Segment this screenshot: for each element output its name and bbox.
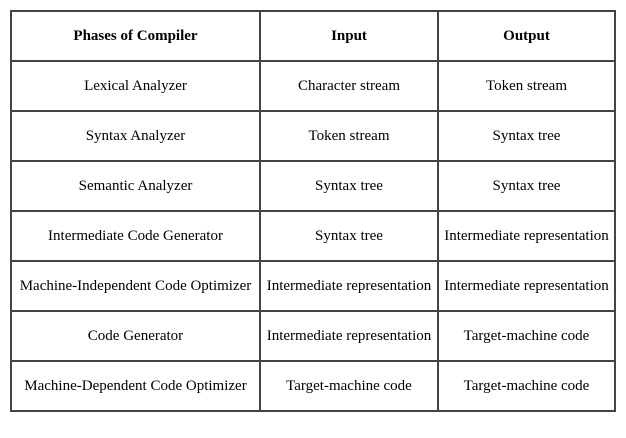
table-row: Syntax Analyzer Token stream Syntax tree bbox=[10, 110, 616, 162]
table-row: Machine-Dependent Code Optimizer Target-… bbox=[10, 360, 616, 412]
cell-output: Syntax tree bbox=[437, 160, 616, 212]
header-phase: Phases of Compiler bbox=[10, 10, 261, 62]
cell-phase: Machine-Independent Code Optimizer bbox=[10, 260, 261, 312]
header-output: Output bbox=[437, 10, 616, 62]
table-row: Semantic Analyzer Syntax tree Syntax tre… bbox=[10, 160, 616, 212]
compiler-phases-table-container: Phases of Compiler Input Output Lexical … bbox=[10, 10, 616, 412]
cell-input: Target-machine code bbox=[259, 360, 439, 412]
cell-input: Intermediate representation bbox=[259, 260, 439, 312]
cell-input: Syntax tree bbox=[259, 160, 439, 212]
cell-output: Target-machine code bbox=[437, 360, 616, 412]
cell-output: Syntax tree bbox=[437, 110, 616, 162]
cell-phase: Lexical Analyzer bbox=[10, 60, 261, 112]
cell-phase: Machine-Dependent Code Optimizer bbox=[10, 360, 261, 412]
cell-phase: Semantic Analyzer bbox=[10, 160, 261, 212]
table-row: Machine-Independent Code Optimizer Inter… bbox=[10, 260, 616, 312]
table-row: Lexical Analyzer Character stream Token … bbox=[10, 60, 616, 112]
cell-output: Token stream bbox=[437, 60, 616, 112]
cell-output: Intermediate representation bbox=[437, 210, 616, 262]
cell-phase: Syntax Analyzer bbox=[10, 110, 261, 162]
table-row: Intermediate Code Generator Syntax tree … bbox=[10, 210, 616, 262]
cell-phase: Code Generator bbox=[10, 310, 261, 362]
header-input: Input bbox=[259, 10, 439, 62]
cell-input: Syntax tree bbox=[259, 210, 439, 262]
cell-input: Token stream bbox=[259, 110, 439, 162]
cell-input: Character stream bbox=[259, 60, 439, 112]
table-row: Code Generator Intermediate representati… bbox=[10, 310, 616, 362]
cell-input: Intermediate representation bbox=[259, 310, 439, 362]
cell-output: Intermediate representation bbox=[437, 260, 616, 312]
cell-phase: Intermediate Code Generator bbox=[10, 210, 261, 262]
table-header-row: Phases of Compiler Input Output bbox=[10, 10, 616, 62]
compiler-phases-table: Phases of Compiler Input Output Lexical … bbox=[10, 10, 616, 412]
cell-output: Target-machine code bbox=[437, 310, 616, 362]
